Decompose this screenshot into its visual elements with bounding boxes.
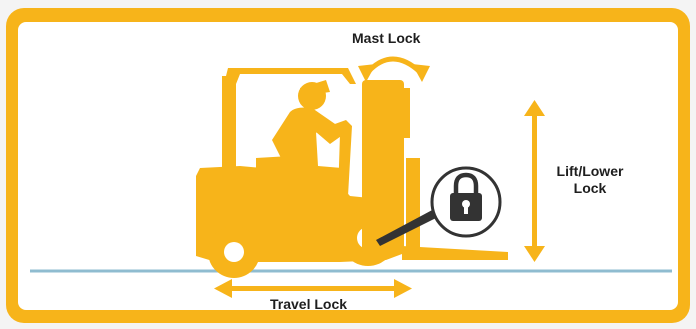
curved-double-arrow-icon (358, 59, 430, 82)
lift-lower-lock-label: Lift/Lower Lock (544, 163, 636, 197)
vertical-double-arrow-icon (524, 100, 545, 262)
travel-lock-label: Travel Lock (270, 296, 347, 313)
mast-lock-label: Mast Lock (352, 30, 420, 47)
